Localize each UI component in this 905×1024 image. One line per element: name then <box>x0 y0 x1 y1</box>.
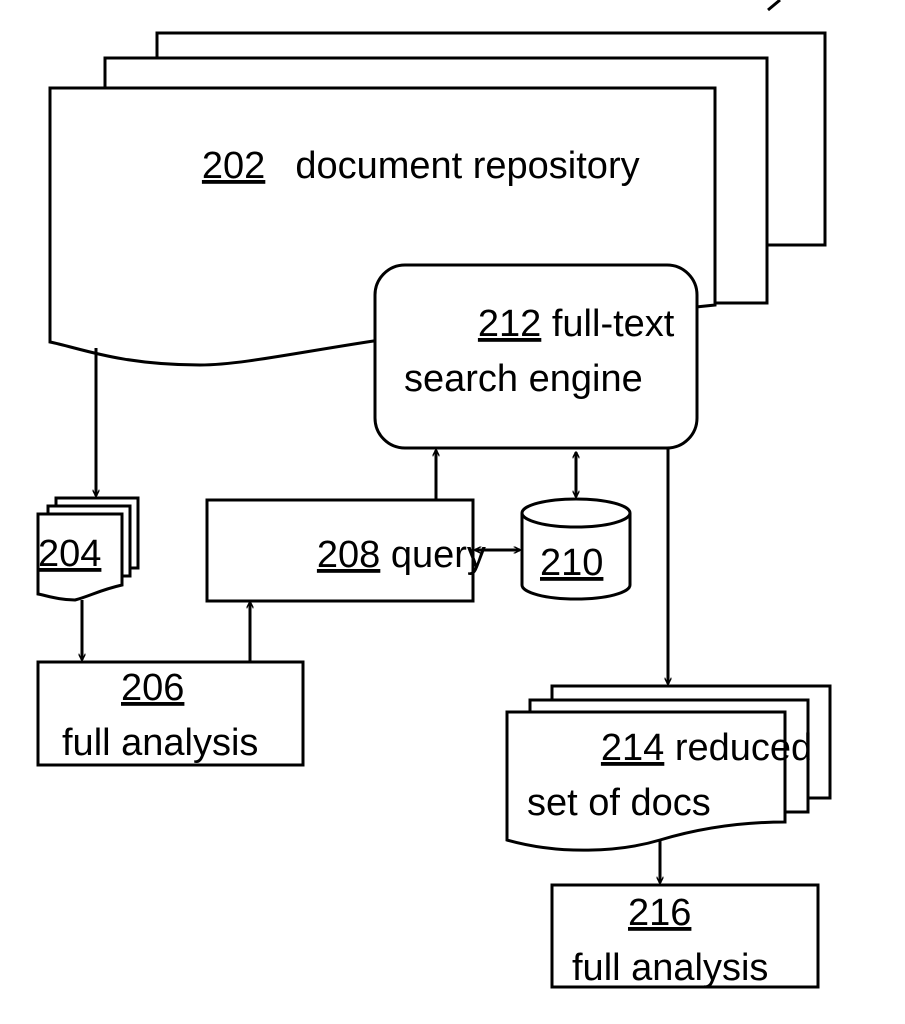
query-208-rect <box>205 498 475 603</box>
reduced-line2: set of docs <box>527 782 711 824</box>
query-208-label: query <box>380 534 486 576</box>
reduced-line1: 214 reduced <box>527 727 865 769</box>
search-engine-line1: 212 full-text <box>404 303 727 345</box>
search-engine-number: 212 <box>478 303 541 345</box>
database-body <box>520 513 632 601</box>
database-top <box>520 497 632 529</box>
search-engine-rect <box>373 263 699 450</box>
search-engine-box: 212 full-text search engine <box>373 263 727 450</box>
query-208-box: 208 query <box>205 498 539 603</box>
repository-label: 202 document repository <box>128 145 692 187</box>
repository-number: 202 <box>202 145 265 187</box>
search-engine-line2: search engine <box>404 358 643 400</box>
document-204-stack: 204 <box>36 496 140 602</box>
analysis-206-number: 206 <box>121 667 184 709</box>
doc-204-page-front <box>36 512 124 602</box>
doc-204-number: 204 <box>38 533 101 575</box>
reduced-number: 214 <box>601 727 664 769</box>
database-210: 210 <box>520 497 632 601</box>
partial-arrow <box>767 0 781 12</box>
database-number: 210 <box>540 542 603 584</box>
reduced-set-214-stack: 214 reduced set of docs <box>505 684 865 852</box>
analysis-206-rect <box>36 660 305 767</box>
analysis-216-box: 216 full analysis <box>550 883 820 989</box>
repository-text: document repository <box>295 145 639 187</box>
analysis-206-box: 206 full analysis <box>36 660 305 767</box>
reduced-line1-text: reduced <box>664 727 812 769</box>
search-engine-line1-text: full-text <box>541 303 674 345</box>
analysis-206-label: full analysis <box>62 722 258 764</box>
analysis-216-label: full analysis <box>572 947 768 989</box>
analysis-216-number: 216 <box>628 892 691 934</box>
analysis-216-rect <box>550 883 820 989</box>
query-208-label-line: 208 query <box>243 534 539 576</box>
query-208-number: 208 <box>317 534 380 576</box>
